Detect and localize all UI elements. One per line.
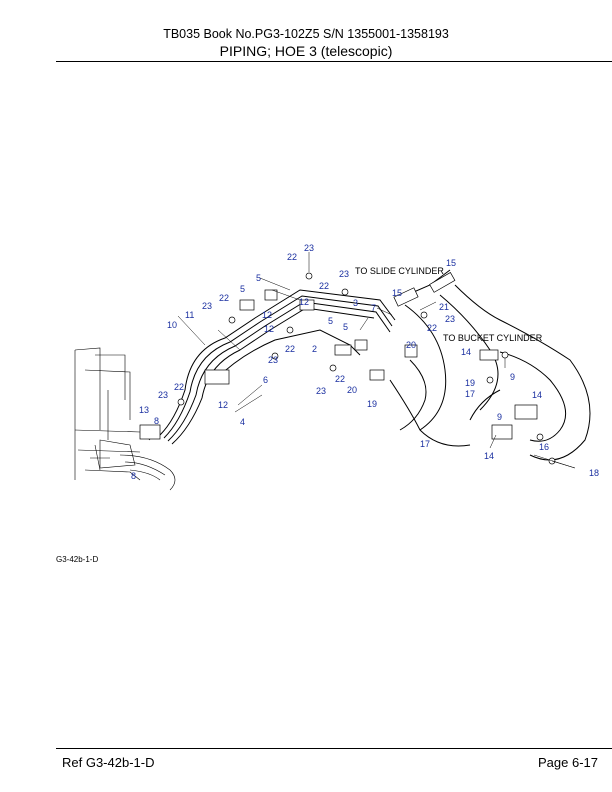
footer-rule xyxy=(56,748,612,749)
callout: 23 xyxy=(304,243,314,253)
callout: 17 xyxy=(420,439,430,449)
callout: 14 xyxy=(461,347,471,357)
callout: 5 xyxy=(256,273,261,283)
callout: 15 xyxy=(392,288,402,298)
figure-code: G3-42b-1-D xyxy=(56,555,99,564)
callout: 17 xyxy=(465,389,475,399)
callout: 22 xyxy=(174,382,184,392)
callout: 23 xyxy=(158,390,168,400)
callout: 11 xyxy=(185,310,194,320)
callout: 16 xyxy=(539,442,549,452)
callout: 19 xyxy=(465,378,475,388)
callout: 23 xyxy=(202,301,212,311)
callout: 12 xyxy=(218,400,228,410)
destination-label: TO SLIDE CYLINDER xyxy=(355,266,444,276)
footer-ref: Ref G3-42b-1-D xyxy=(62,755,155,770)
callout: 12 xyxy=(262,310,272,320)
callout: 9 xyxy=(497,412,502,422)
callout: 22 xyxy=(285,344,295,354)
callout: 18 xyxy=(589,468,599,478)
callout: 23 xyxy=(339,269,349,279)
callout: 22 xyxy=(219,293,229,303)
callout: 14 xyxy=(532,390,542,400)
callout: 13 xyxy=(139,405,149,415)
callout: 9 xyxy=(510,372,515,382)
callout: 23 xyxy=(316,386,326,396)
callout: 6 xyxy=(263,375,268,385)
fittings xyxy=(139,272,556,465)
leader-lines xyxy=(177,252,576,469)
callout: 14 xyxy=(484,451,494,461)
callout-group: 23 22 23 15 5 22 5 22 23 11 10 12 12 5 3… xyxy=(131,243,599,481)
callout: 2 xyxy=(312,344,317,354)
callout: 5 xyxy=(240,284,245,294)
callout: 3 xyxy=(353,298,358,308)
callout: 7 xyxy=(371,303,376,313)
page-title: PIPING; HOE 3 (telescopic) xyxy=(219,43,393,59)
hose-lines xyxy=(159,269,591,461)
page-number: Page 6-17 xyxy=(538,755,598,770)
callout: 12 xyxy=(299,297,309,307)
callout: 22 xyxy=(335,374,345,384)
destination-label: TO BUCKET CYLINDER xyxy=(443,333,543,343)
callout: 22 xyxy=(287,252,297,262)
callout: 15 xyxy=(446,258,456,268)
callout: 12 xyxy=(264,324,274,334)
callout: 20 xyxy=(406,340,416,350)
header-rule xyxy=(56,61,612,62)
callout: 5 xyxy=(328,316,333,326)
document-header-line: TB035 Book No.PG3-102Z5 S/N 1355001-1358… xyxy=(163,27,449,41)
machine-outline xyxy=(74,347,176,491)
callout: 5 xyxy=(343,322,348,332)
callout: 8 xyxy=(131,471,136,481)
callout: 23 xyxy=(445,314,455,324)
callout: 4 xyxy=(240,417,245,427)
callout: 22 xyxy=(427,323,437,333)
callout: 8 xyxy=(154,416,159,426)
callout: 21 xyxy=(439,302,449,312)
callout: 20 xyxy=(347,385,357,395)
callout: 22 xyxy=(319,281,329,291)
callout: 10 xyxy=(167,320,177,330)
callout: 23 xyxy=(268,355,278,365)
callout: 19 xyxy=(367,399,377,409)
